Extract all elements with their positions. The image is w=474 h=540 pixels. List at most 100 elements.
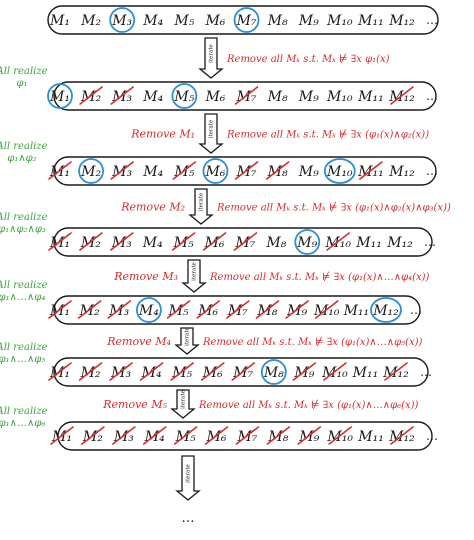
model-item: M₅ [173, 164, 194, 180]
arrow-label: iterate [199, 193, 205, 212]
circled-model-mark [294, 229, 321, 255]
model-item: M₆ [204, 164, 225, 180]
circled-model-mark [233, 7, 260, 33]
remove-first-text: Remove M₃ [113, 270, 178, 283]
sequence-ellipsis: … [426, 164, 438, 178]
strike-mark [48, 300, 72, 319]
circled-model-mark [370, 297, 402, 323]
model-item: M₂ [80, 365, 101, 381]
model-item: M₅ [175, 429, 196, 445]
arrow-label: iterate [186, 464, 192, 483]
strike-mark [173, 426, 198, 445]
realize-label: φ₁∧φ₂∧φ₃ [0, 224, 46, 235]
model-item: M₇ [236, 13, 257, 29]
model-item: M₁₁ [355, 235, 382, 251]
realize-label: φ₁∧…∧φ₅ [0, 354, 45, 365]
strike-mark [328, 426, 352, 445]
model-item: M₁₀ [326, 164, 353, 180]
model-item: M₅ [173, 235, 194, 251]
model-item: M₈ [267, 429, 288, 445]
strike-mark [390, 86, 414, 105]
model-item: M₃ [113, 429, 134, 445]
model-item: M₅ [168, 303, 189, 319]
model-item: M₁₂ [386, 235, 413, 251]
realize-label: φ₁∧…∧φ₆ [0, 418, 45, 429]
remove-first-text: Remove M₄ [106, 335, 171, 348]
model-item: M₄ [142, 235, 163, 251]
model-item: M₇ [236, 429, 257, 445]
model-item: M₇ [236, 89, 257, 105]
model-item: M₅ [171, 365, 192, 381]
circled-model-mark [171, 83, 198, 109]
strike-mark [110, 86, 134, 105]
model-item: M₆ [202, 365, 223, 381]
strike-mark [170, 362, 194, 381]
model-item: M₃ [108, 303, 129, 319]
strike-mark [196, 300, 220, 319]
strike-mark [50, 426, 74, 445]
arrow-shape [175, 455, 201, 501]
model-item: M₉ [298, 89, 319, 105]
model-item: M₉ [286, 303, 307, 319]
strike-mark [109, 362, 133, 381]
strike-mark [234, 161, 259, 180]
iterate-arrow: iterate [174, 327, 200, 355]
model-item: M₂ [80, 13, 101, 29]
strike-mark [112, 426, 136, 445]
model-item: M₄ [141, 365, 162, 381]
model-item: M₁₁ [352, 365, 379, 381]
strike-mark [202, 232, 227, 251]
model-item: M₄ [142, 89, 163, 105]
model-item: M₇ [234, 235, 255, 251]
arrow-label: iterate [209, 44, 215, 63]
arrow-label: iterate [181, 390, 187, 409]
strike-mark [48, 362, 72, 381]
strike-mark [233, 232, 258, 251]
strike-mark [226, 300, 250, 319]
model-item: M₁₀ [326, 89, 353, 105]
model-sequence-bubble [47, 5, 439, 35]
model-item: M₁ [49, 13, 70, 29]
realize-label: φ₁ [16, 78, 27, 89]
model-item: M₁ [49, 365, 70, 381]
model-item: M₉ [298, 164, 319, 180]
model-item: M₇ [236, 164, 257, 180]
strike-mark [139, 362, 164, 381]
strike-mark [171, 232, 196, 251]
circled-model-mark [136, 297, 162, 323]
iterate-arrow: iterate [181, 259, 207, 293]
model-item: M₈ [267, 13, 288, 29]
realize-label: All realize [0, 342, 48, 353]
remove-first-text: Remove M₅ [102, 398, 167, 411]
strike-mark [265, 161, 290, 180]
model-item: M₃ [111, 164, 132, 180]
iterate-arrow: iterate [188, 188, 214, 225]
circled-model-mark [202, 158, 229, 184]
model-item: M₆ [197, 303, 218, 319]
strike-mark [297, 426, 322, 445]
model-item: M₂ [80, 164, 101, 180]
strike-mark [314, 300, 339, 319]
strike-mark [78, 362, 103, 381]
model-item: M₃ [111, 89, 132, 105]
model-item: M₆ [204, 89, 225, 105]
iterate-arrow: iterate [175, 455, 201, 501]
model-item: M₁₂ [388, 13, 415, 29]
model-item: M₁₁ [343, 303, 370, 319]
realize-label: All realize [0, 212, 48, 223]
arrow-shape [198, 37, 224, 79]
model-sequence-bubble [53, 156, 437, 186]
strike-mark [77, 300, 102, 319]
model-item: M₉ [293, 365, 314, 381]
model-item: M₂ [82, 429, 103, 445]
model-item: M₁ [49, 164, 70, 180]
